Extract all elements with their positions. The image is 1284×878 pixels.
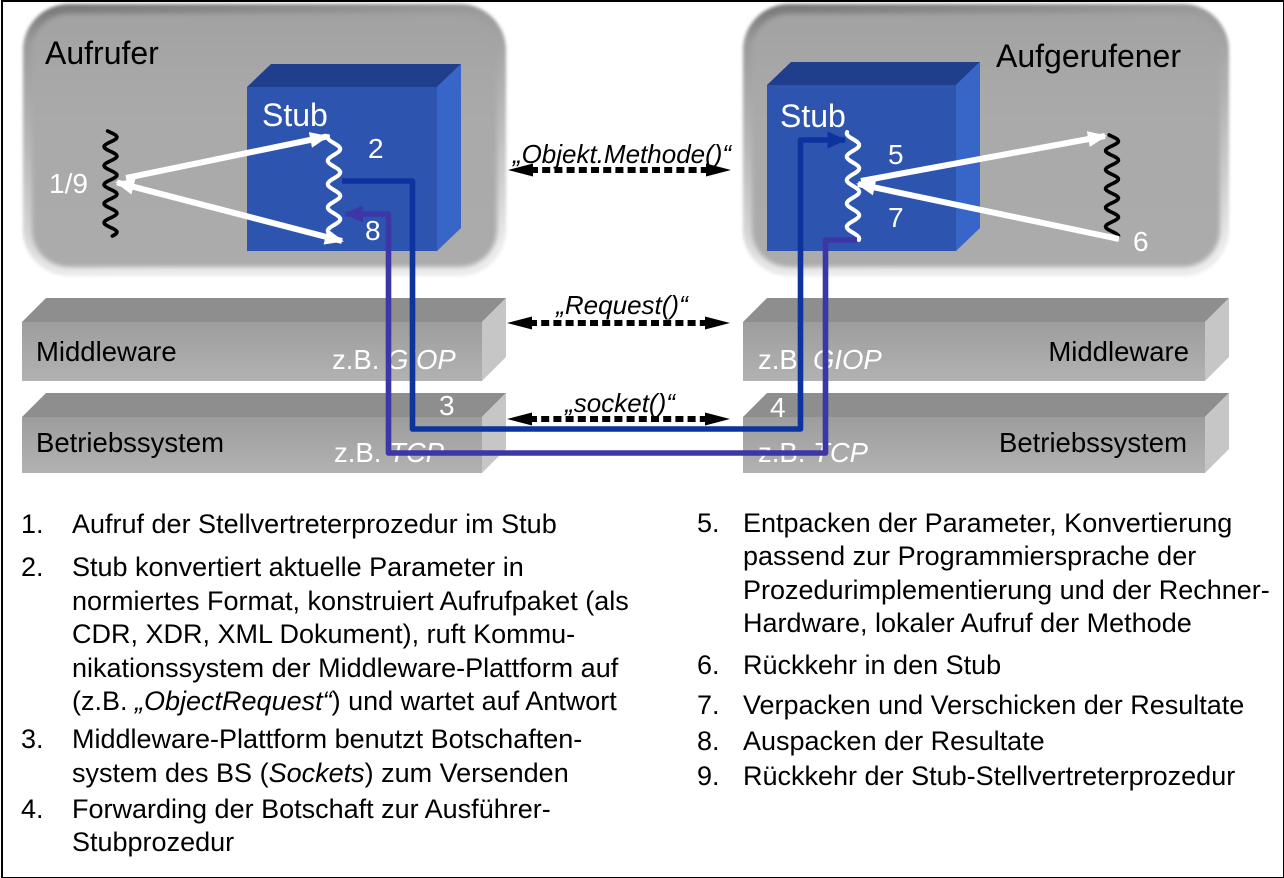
call-arrows-left [115, 132, 344, 245]
list-item-number: 4. [21, 793, 44, 824]
call-arrow-in-left [125, 132, 329, 181]
list-item: 6. Rückkehr in den Stub [697, 649, 1272, 682]
list-item-number: 1. [21, 509, 44, 539]
list-item-number: 5. [697, 508, 720, 538]
middleware-slab-right [743, 298, 1229, 381]
list-item-text: Rückkehr der Stub-Stellvertreterprozedur [743, 761, 1236, 792]
socket-arrow-label: „socket()“ [564, 388, 676, 418]
step-3-label: 3 [439, 390, 455, 421]
call-arrow-back-right [856, 179, 1120, 242]
list-item-number: 3. [21, 724, 44, 755]
method-arrow [508, 163, 731, 177]
call-arrow-return-left [115, 179, 344, 245]
step-4-label: 4 [770, 392, 786, 423]
call-arrow-up-right [860, 131, 1107, 184]
os-left-label: Betriebssystem [36, 427, 224, 458]
step-8-label: 8 [365, 215, 381, 246]
list-item-number: 8. [697, 726, 720, 757]
list-item-text: Auspacken der Resultate [743, 726, 1045, 757]
list-item: 4. Forwarding der Botschaft zur Ausführer… [21, 793, 651, 860]
step-2-label: 2 [368, 133, 384, 164]
step-5-label: 5 [888, 139, 904, 170]
list-item-text: Aufruf der Stellvertreterprozedur im Stu… [72, 509, 557, 539]
list-item: 2. Stub konvertiert aktuelle Parameter in… [21, 551, 651, 718]
caller-title: Aufrufer [45, 35, 159, 71]
os-slab-left [22, 393, 506, 473]
list-item-text: Rückkehr in den Stub [743, 650, 1002, 681]
tcp-left-label: z.B. TCP [334, 437, 445, 468]
call-arrows-right [856, 131, 1120, 242]
list-item-text: Middleware-Plattform benutzt Botschaften… [72, 724, 583, 788]
giop-right-label: z.B. GIOP [758, 344, 882, 375]
caller-squiggle [102, 129, 119, 238]
list-item-number: 9. [697, 761, 720, 792]
os-right-label: Betriebssystem [999, 427, 1187, 458]
middleware-left-label: Middleware [36, 336, 177, 367]
list-item: 7. Verpacken und Verschicken der Resultat… [697, 689, 1272, 722]
request-arrow-label: „Request()“ [555, 290, 689, 320]
socket-arrow [507, 412, 730, 426]
step-6-label: 6 [1133, 226, 1149, 257]
callee-squiggle [1103, 133, 1121, 238]
list-item-number: 7. [697, 690, 720, 721]
rpc-diagram: Aufrufer Aufgerufener Stub Stub 1/9 2 8 … [22, 4, 1229, 473]
middleware-right-label: Middleware [1048, 336, 1189, 367]
route-outbound [342, 131, 847, 432]
list-item-number: 6. [697, 650, 720, 681]
step-7-label: 7 [888, 202, 904, 233]
stub-right-label: Stub [780, 98, 846, 134]
list-item-number: 2. [21, 552, 44, 583]
list-item: 3. Middleware-Plattform benutzt Botschaft… [21, 723, 651, 790]
list-item: 1. Aufruf der Stellvertreterprozedur im S… [21, 508, 651, 541]
steps-list-right: 5. Entpacken der Parameter, Konvertierung… [697, 507, 1272, 794]
stub-left-label: Stub [262, 97, 328, 133]
list-item-text: Forwarding der Botschaft zur Ausführer-S… [72, 793, 551, 858]
steps-list-left: 1. Aufruf der Stellvertreterprozedur im S… [21, 508, 651, 860]
method-arrow-label: „Objekt.Methode()“ [512, 139, 733, 169]
list-item-text: Verpacken und Verschicken der Resultate [743, 690, 1245, 721]
route-return [344, 205, 857, 456]
request-arrow [507, 316, 730, 330]
list-item: 5. Entpacken der Parameter, Konvertierung… [697, 507, 1272, 641]
list-item: 9. Rückkehr der Stub-Stellvertreterprozed… [697, 760, 1272, 793]
stub-right-wave [844, 130, 862, 242]
step-1-9-label: 1/9 [49, 168, 88, 199]
giop-left-label: z.B. GIOP [332, 344, 456, 375]
os-slab-right [743, 393, 1229, 473]
middleware-slab-left [22, 298, 506, 381]
callee-title: Aufgerufener [996, 38, 1181, 74]
list-item: 8. Auspacken der Resultate [697, 725, 1272, 758]
